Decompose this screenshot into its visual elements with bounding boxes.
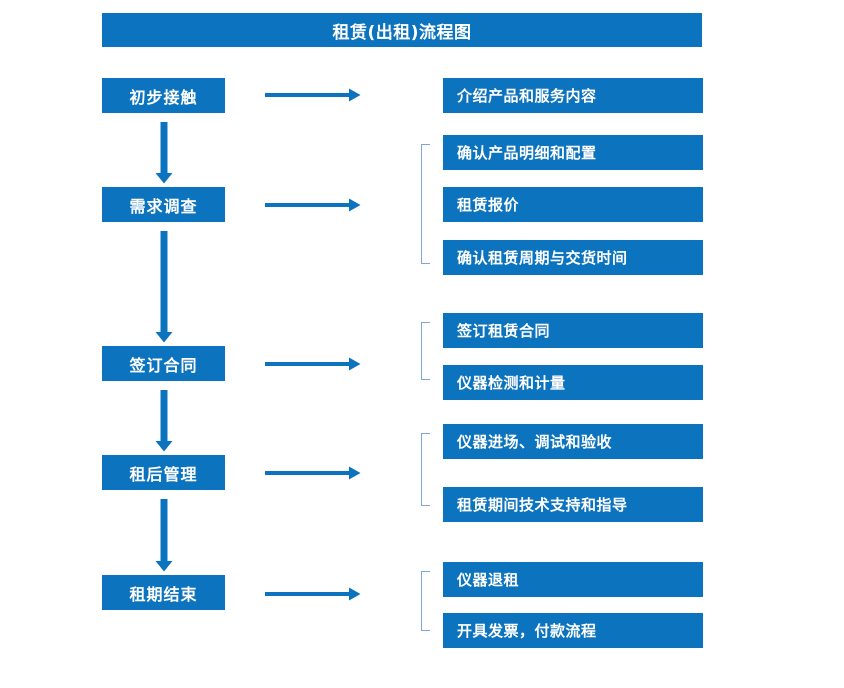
stage-box-requirement-survey[interactable]: 需求调查 (102, 187, 225, 222)
detail-box-technical-support[interactable]: 租赁期间技术支持和指导 (443, 487, 703, 522)
arrow-stage-3-to-4-icon (155, 390, 173, 452)
arrow-stage-1-to-2-icon (155, 122, 173, 184)
detail-box-instrument-entry-commissioning[interactable]: 仪器进场、调试和验收 (443, 424, 703, 459)
bracket-management-group (421, 433, 430, 506)
page-title: 租赁(出租)流程图 (102, 13, 702, 47)
stage-box-sign-contract[interactable]: 签订合同 (102, 346, 225, 381)
arrow-right-icon-stage-2 (265, 197, 361, 212)
arrow-stage-2-to-3-icon (155, 231, 173, 343)
arrow-right-icon-stage-4 (265, 465, 361, 480)
detail-box-introduce-products[interactable]: 介绍产品和服务内容 (443, 78, 703, 113)
arrow-right-icon-stage-5 (265, 586, 361, 601)
bracket-end-group (421, 571, 430, 631)
detail-box-sign-lease-contract[interactable]: 签订租赁合同 (443, 313, 703, 348)
detail-box-instrument-inspection[interactable]: 仪器检测和计量 (443, 365, 703, 400)
stage-box-lease-end[interactable]: 租期结束 (102, 575, 225, 610)
detail-box-confirm-product-details[interactable]: 确认产品明细和配置 (443, 135, 703, 170)
detail-box-confirm-lease-period[interactable]: 确认租赁周期与交货时间 (443, 240, 703, 275)
detail-box-instrument-return[interactable]: 仪器退租 (443, 562, 703, 597)
arrow-right-icon-stage-3 (265, 356, 361, 371)
detail-box-rental-quotation[interactable]: 租赁报价 (443, 187, 703, 222)
detail-box-invoice-payment[interactable]: 开具发票，付款流程 (443, 613, 703, 648)
arrow-right-icon-stage-1 (265, 87, 361, 102)
stage-box-post-rental-management[interactable]: 租后管理 (102, 455, 225, 490)
arrow-stage-4-to-5-icon (155, 499, 173, 572)
bracket-contract-group (421, 322, 430, 380)
stage-box-initial-contact[interactable]: 初步接触 (102, 78, 225, 113)
bracket-requirement-group (421, 144, 430, 264)
